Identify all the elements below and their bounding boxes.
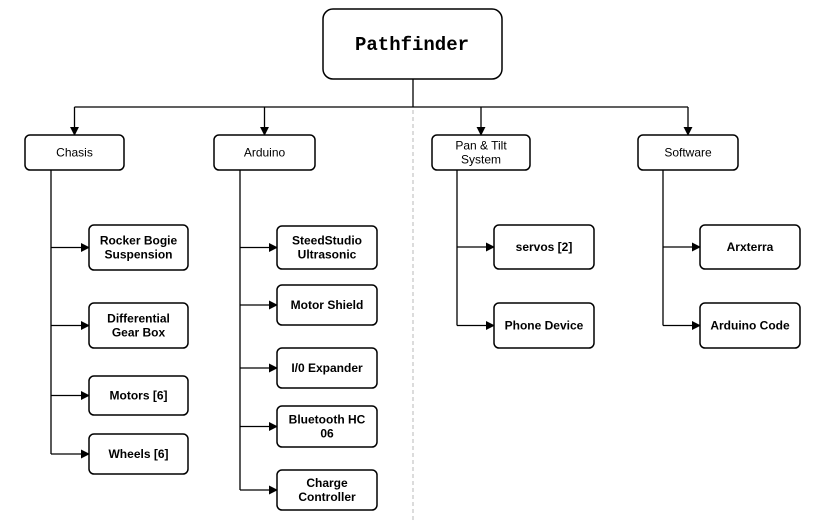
- component-steedstudio-ultrasonic-label-line: SteedStudio: [292, 234, 362, 248]
- component-arxterra-frame: [699, 224, 801, 270]
- root-node-pathfinder: Pathfinder: [322, 8, 503, 80]
- category-chasis-label-line: Chasis: [56, 146, 93, 160]
- component-arduino-code: Arduino Code: [699, 302, 801, 349]
- component-arduino-code-label-line: Arduino Code: [710, 319, 790, 333]
- component-i-0-expander-label-line: I/0 Expander: [291, 361, 363, 375]
- component-motor-shield-frame: [276, 284, 378, 326]
- component-i-0-expander: I/0 Expander: [276, 347, 378, 389]
- component-i-0-expander-frame: [276, 347, 378, 389]
- category-software: Software: [637, 134, 739, 171]
- root-node-title: Pathfinder: [355, 34, 469, 56]
- component-phone-device-frame: [493, 302, 595, 349]
- component-wheels-6-frame: [88, 433, 189, 475]
- category-arduino: Arduino: [213, 134, 316, 171]
- component-bluetooth-hc-06-label-line: 06: [320, 427, 334, 441]
- category-pan-tilt-system-label-line: System: [461, 153, 501, 167]
- component-servos-2-frame: [493, 224, 595, 270]
- category-pan-tilt-system-label-line: Pan & Tilt: [455, 139, 507, 153]
- component-arduino-code-frame: [699, 302, 801, 349]
- category-arduino-label-line: Arduino: [244, 146, 286, 160]
- component-servos-2: servos [2]: [493, 224, 595, 270]
- component-servos-2-label-line: servos [2]: [516, 240, 573, 254]
- component-motor-shield-label-line: Motor Shield: [291, 298, 364, 312]
- component-bluetooth-hc-06-frame: [276, 405, 378, 448]
- component-rocker-bogie-suspension-frame: [88, 224, 189, 271]
- category-software-frame: [637, 134, 739, 171]
- component-arxterra: Arxterra: [699, 224, 801, 270]
- component-differential-gear-box-label-line: Gear Box: [112, 326, 166, 340]
- component-motor-shield: Motor Shield: [276, 284, 378, 326]
- category-arduino-frame: [213, 134, 316, 171]
- component-charge-controller-label-line: Charge: [306, 476, 348, 490]
- component-motors-6-frame: [88, 375, 189, 416]
- component-differential-gear-box-frame: [88, 302, 189, 349]
- category-software-label-line: Software: [664, 146, 712, 160]
- component-phone-device: Phone Device: [493, 302, 595, 349]
- root-node-frame: [322, 8, 503, 80]
- component-steedstudio-ultrasonic-label-line: Ultrasonic: [298, 248, 357, 262]
- component-motors-6: Motors [6]: [88, 375, 189, 416]
- component-wheels-6-label-line: Wheels [6]: [108, 447, 168, 461]
- component-arxterra-label-line: Arxterra: [727, 240, 774, 254]
- component-rocker-bogie-suspension-label-line: Rocker Bogie: [100, 234, 178, 248]
- component-wheels-6: Wheels [6]: [88, 433, 189, 475]
- component-phone-device-label-line: Phone Device: [505, 319, 584, 333]
- category-chasis-frame: [24, 134, 125, 171]
- component-bluetooth-hc-06-label-line: Bluetooth HC: [289, 413, 366, 427]
- category-pan-tilt-system-frame: [431, 134, 531, 171]
- component-charge-controller-frame: [276, 469, 378, 511]
- category-chasis: Chasis: [24, 134, 125, 171]
- component-charge-controller-label-line: Controller: [298, 490, 356, 504]
- component-steedstudio-ultrasonic-frame: [276, 225, 378, 270]
- component-differential-gear-box-label-line: Differential: [107, 312, 170, 326]
- component-rocker-bogie-suspension-label-line: Suspension: [104, 248, 172, 262]
- component-motors-6-label-line: Motors [6]: [110, 389, 168, 403]
